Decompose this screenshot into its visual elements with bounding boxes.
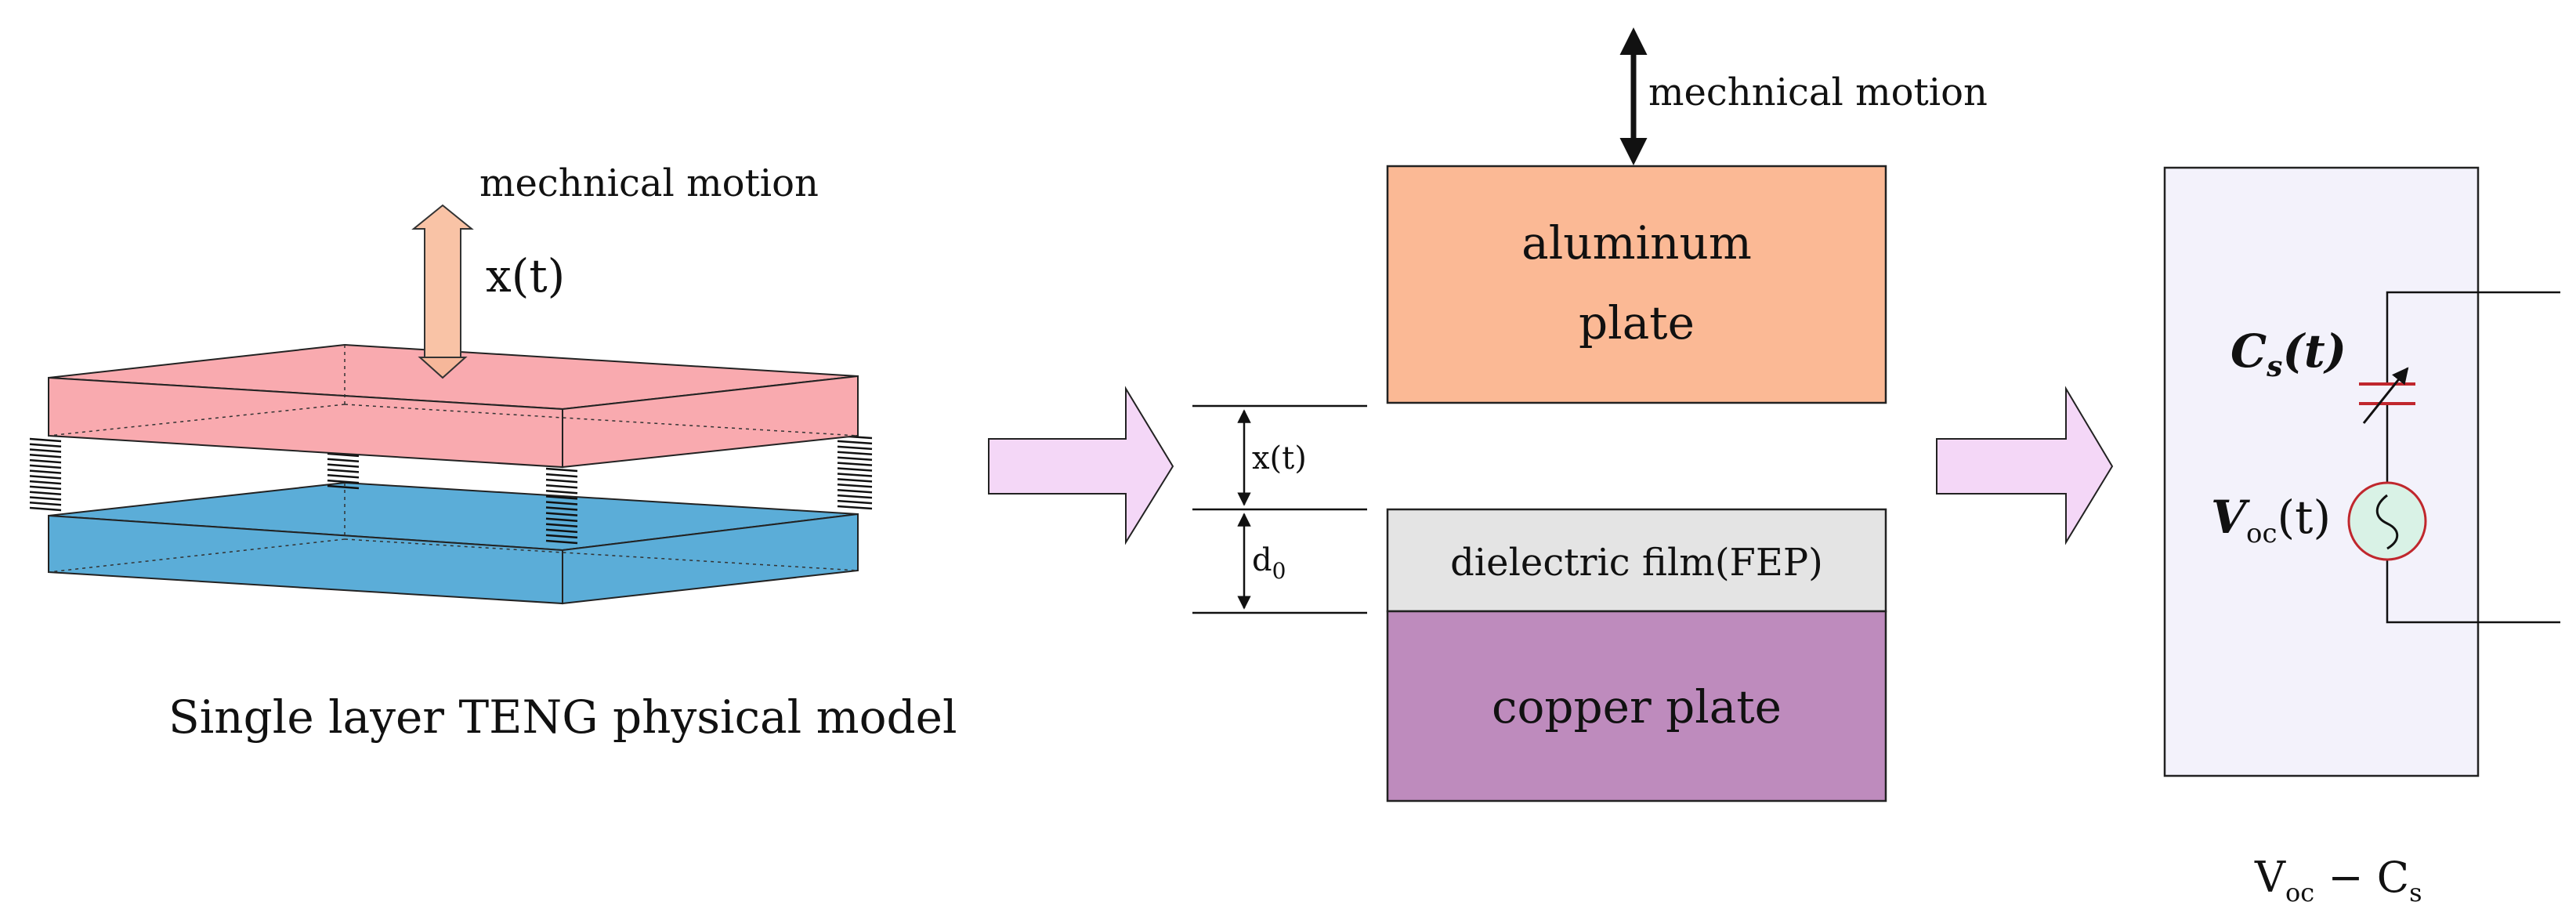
d0-label: d0	[1252, 542, 1286, 584]
left-caption: Single layer TENG physical model	[168, 690, 957, 744]
transition-arrow-2	[1936, 386, 2114, 545]
circuit-caption: Voc − Cs	[2254, 853, 2422, 908]
middle-motion-label: mechnical motion	[1648, 71, 1988, 114]
left-displacement-label: x(t)	[486, 249, 565, 303]
bottom-slab	[48, 481, 859, 605]
aluminum-label-1: aluminum	[1521, 216, 1752, 270]
plate-model: mechnical motion aluminum plate dielectr…	[1192, 27, 1988, 802]
capacitor-label: Cs(t)	[2230, 324, 2346, 383]
voltage-label: Voc(t)	[2211, 491, 2331, 549]
copper-plate	[1386, 610, 1887, 802]
motion-arrow	[411, 204, 474, 358]
top-slab	[48, 343, 859, 469]
variable-capacitor-icon	[2359, 367, 2415, 424]
film-label: dielectric film(FEP)	[1450, 541, 1823, 585]
physical-model: mechnical motion x(t) Single layer TENG …	[29, 161, 957, 744]
circuit-box	[2163, 166, 2480, 777]
spring-1	[29, 437, 62, 512]
bottom-wire	[2386, 560, 2560, 624]
left-motion-label: mechnical motion	[479, 161, 819, 205]
equivalent-circuit: Cs(t) Voc(t) Voc − Cs	[2163, 166, 2560, 908]
spring-3	[545, 467, 578, 545]
copper-label: copper plate	[1492, 680, 1782, 734]
gap-label: x(t)	[1252, 440, 1307, 476]
spring-4	[837, 434, 873, 510]
dimension-lines	[1192, 404, 1367, 614]
voltage-source-icon	[2347, 481, 2427, 561]
transition-arrow-1	[988, 386, 1174, 545]
aluminum-label-2: plate	[1579, 296, 1695, 350]
dielectric-film	[1386, 508, 1887, 613]
top-wire	[2386, 291, 2560, 384]
aluminum-plate	[1386, 165, 1887, 404]
